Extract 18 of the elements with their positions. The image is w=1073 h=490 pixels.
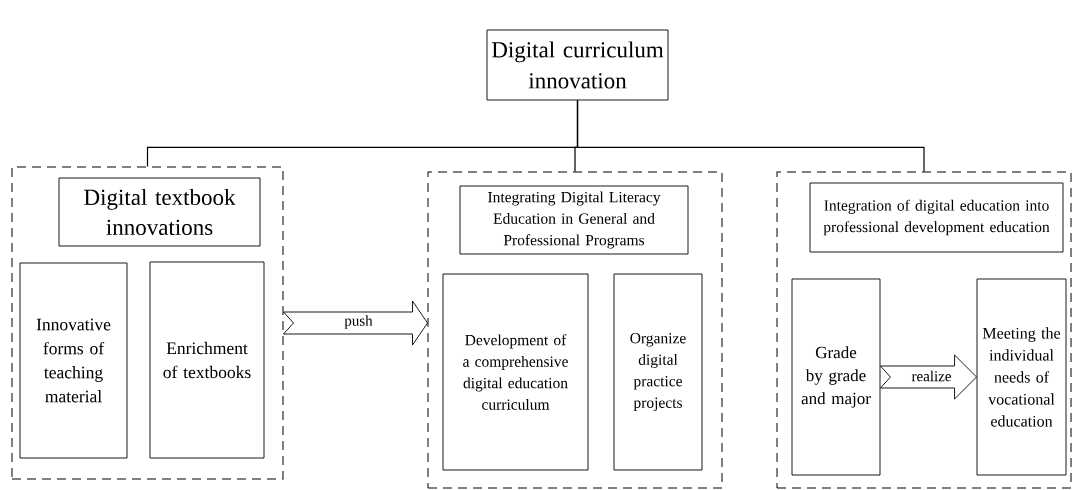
edge-label: realize — [911, 370, 951, 382]
group-frame — [11, 166, 284, 480]
process-box: Grade by grade and major — [791, 278, 881, 476]
block-arrow — [880, 354, 977, 400]
heading-box: Integrating Digital Literacy Education in General and Professional Programs — [459, 185, 689, 255]
edge-label: push — [344, 315, 373, 329]
heading-box: Digital textbook innovations — [58, 177, 261, 247]
connector-line — [576, 99, 925, 173]
group-frame — [427, 171, 723, 489]
process-box: Development of a comprehensive digital education curriculum — [442, 273, 589, 471]
process-box: Enrichment of textbooks — [149, 261, 265, 459]
process-box: Innovative forms of teaching material — [19, 262, 128, 459]
title-box: Digital curriculum innovation — [486, 29, 669, 101]
block-arrow — [283, 300, 428, 346]
heading-box: Integration of digital education into professional development education — [809, 182, 1064, 253]
process-box: Meeting the individual needs of vocational education — [976, 278, 1067, 476]
group-frame — [776, 171, 1072, 489]
process-box: Organize digital practice projects — [613, 273, 703, 471]
